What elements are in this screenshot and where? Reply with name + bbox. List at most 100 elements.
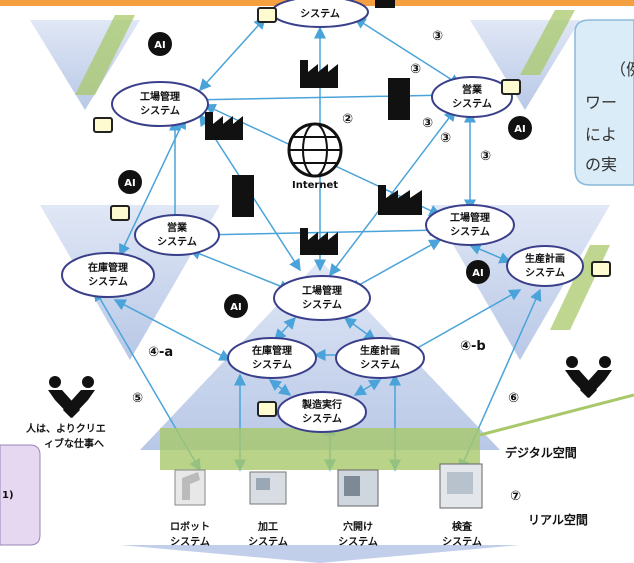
building-icon [232,175,254,217]
svg-text:システム: システム [302,299,342,311]
svg-text:システム: システム [157,236,197,248]
svg-text:システム: システム [302,413,342,425]
left-callout-text: 1) [2,490,14,501]
left-callout: 1) [0,444,41,546]
marker-2: ② [342,112,353,127]
node-mes-center: 製造実行 システム [277,391,367,433]
svg-text:システム: システム [360,359,400,371]
monitor-icon [591,261,611,277]
marker-7: ⑦ [510,489,521,504]
svg-text:システム: システム [248,536,288,548]
svg-text:生産計画: 生産計画 [525,252,565,265]
people-collaboration-icon [48,376,95,418]
node-production-plan-right: 生産計画 システム [506,245,584,287]
step-markers: ③ ③ ② ③ ③ ③ ④-a ④-b ⑤ ⑥ ⑦ [132,29,521,504]
internet-label: Internet [292,180,338,191]
svg-text:穴開け: 穴開け [343,520,373,533]
people-icons [48,356,612,418]
factory-icon [205,112,243,140]
building-icon [388,78,410,120]
node-inventory-center: 在庫管理 システム [227,337,317,379]
svg-text:システム: システム [300,8,340,20]
right-callout: （例 ワー によ の実 [574,19,634,186]
svg-text:在庫管理: 在庫管理 [252,344,292,357]
callout-line-1: （例 [610,60,634,79]
machine-robot: ロボット システム [170,469,210,548]
machine-drilling: 穴開け システム [337,469,379,548]
marker-3: ③ [432,29,443,44]
svg-text:AI: AI [514,124,525,135]
monitor-icons [93,7,611,417]
marker-3: ③ [440,131,451,146]
ai-head-icon: AI [466,260,490,284]
person-caption-line-2: ィブな仕事へ [44,437,104,450]
svg-text:検査: 検査 [452,520,473,533]
svg-text:AI: AI [230,302,241,313]
svg-text:システム: システム [140,105,180,117]
ai-head-icon: AI [148,32,172,56]
callout-pointer [479,393,634,437]
ai-head-icon: AI [118,170,142,194]
marker-3: ③ [480,149,491,164]
marker-3: ③ [422,116,433,131]
callout-line-4: の実 [585,155,617,174]
marker-4a: ④-a [148,345,173,360]
node-sales-left: 営業 システム [134,214,220,256]
monitor-icon [93,117,113,133]
marker-6: ⑥ [508,391,519,406]
svg-text:在庫管理: 在庫管理 [88,261,128,274]
svg-text:加工: 加工 [257,520,278,533]
svg-text:工場管理: 工場管理 [140,90,180,103]
svg-text:AI: AI [472,268,483,279]
node-production-plan-center: 生産計画 システム [335,337,425,379]
node-factory-mgmt-left: 工場管理 システム [111,81,209,127]
ai-head-icon: AI [224,294,248,318]
node-sales-right: 営業 システム [431,76,513,118]
svg-text:営業: 営業 [462,83,483,96]
svg-text:システム: システム [338,536,378,548]
svg-text:システム: システム [170,536,210,548]
machine-inspection: 検査 システム [439,463,483,548]
monitor-icon [257,401,277,417]
svg-text:ロボット: ロボット [170,520,210,533]
building-icons [232,78,410,217]
node-top-system: システム [271,0,369,28]
marker-5: ⑤ [132,391,143,406]
node-factory-mgmt-center: 工場管理 システム [273,275,371,321]
svg-text:システム: システム [252,359,292,371]
real-space-label: リアル空間 [528,512,588,527]
ai-head-icon: AI [508,116,532,140]
machine-processing: 加工 システム [248,471,288,548]
svg-text:システム: システム [450,226,490,238]
svg-text:営業: 営業 [167,221,188,234]
marker-3: ③ [410,62,421,77]
digital-space-label: デジタル空間 [505,445,577,460]
node-factory-mgmt-right: 工場管理 システム [425,204,515,246]
factory-icon [300,228,338,255]
svg-text:システム: システム [452,98,492,110]
factory-icon [375,0,395,8]
callout-line-2: ワー [585,93,617,112]
svg-text:生産計画: 生産計画 [360,344,400,357]
svg-text:システム: システム [88,276,128,288]
person-caption-line-1: 人は、よりクリエ [26,422,106,435]
marker-4b: ④-b [460,339,486,354]
svg-text:システム: システム [525,267,565,279]
monitor-icon [501,79,521,95]
svg-text:工場管理: 工場管理 [450,211,490,224]
factory-icon [300,60,338,88]
factory-icons [205,0,422,255]
svg-text:システム: システム [442,536,482,548]
factory-icon [378,185,422,215]
monitor-icon [257,7,277,23]
svg-text:AI: AI [124,178,135,189]
internet-globe-icon: Internet [287,122,343,191]
svg-text:製造実行: 製造実行 [301,398,342,411]
svg-text:工場管理: 工場管理 [302,284,342,297]
svg-text:AI: AI [154,40,165,51]
digital-space-band [160,428,480,470]
monitor-icon [110,205,130,221]
callout-line-3: によ [585,125,617,144]
people-collaboration-icon [565,356,612,398]
